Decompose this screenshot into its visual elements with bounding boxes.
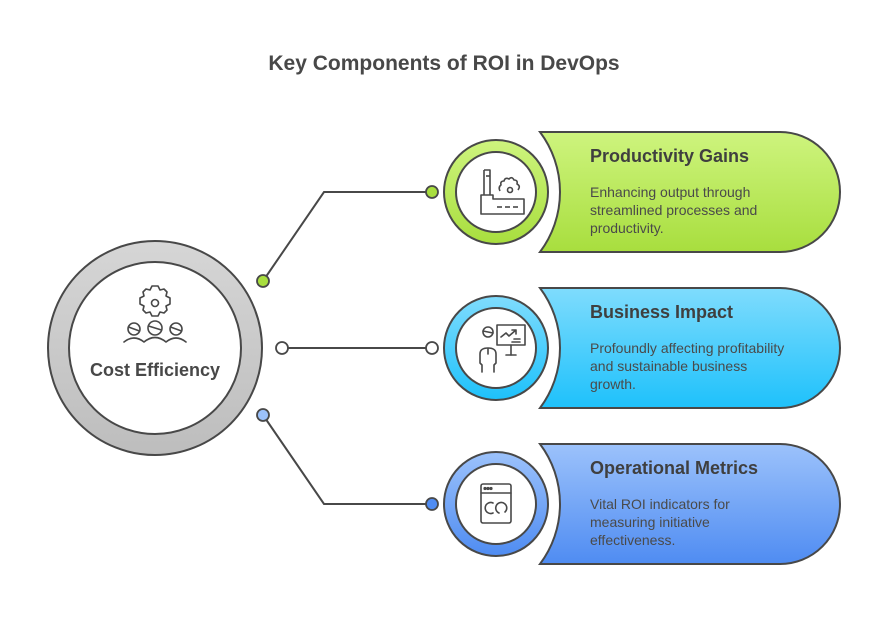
source-dot-business bbox=[275, 341, 289, 355]
connector-operational bbox=[262, 414, 432, 505]
card-body bbox=[538, 287, 841, 409]
card-title-productivity: Productivity Gains bbox=[590, 146, 750, 166]
card-desc-operational: Vital ROI indicators for measuring initi… bbox=[590, 496, 730, 548]
card-title-business: Business Impact bbox=[590, 302, 734, 322]
icon-inner-circle bbox=[455, 151, 537, 233]
connectors bbox=[262, 191, 432, 505]
factory-gear-icon bbox=[480, 169, 525, 215]
card-desc-productivity: Enhancing output through streamlined pro… bbox=[590, 184, 758, 236]
card-operational-metrics[interactable] bbox=[425, 443, 841, 565]
presenter-chart-icon bbox=[479, 324, 526, 373]
card-productivity-gains[interactable] bbox=[425, 131, 841, 253]
card-body bbox=[538, 443, 841, 565]
icon-inner-circle bbox=[455, 463, 537, 545]
dashboard-window-icon bbox=[480, 483, 512, 524]
connector-productivity bbox=[262, 191, 432, 282]
source-dot-operational bbox=[256, 408, 270, 422]
target-dot bbox=[425, 185, 439, 199]
center-inner-circle bbox=[68, 261, 242, 435]
diagram-title: Key Components of ROI in DevOps bbox=[268, 52, 620, 75]
card-body bbox=[538, 131, 841, 253]
icon-inner-circle bbox=[455, 307, 537, 389]
card-title-operational: Operational Metrics bbox=[590, 458, 759, 478]
team-gear-icon bbox=[123, 285, 187, 343]
center-node[interactable] bbox=[47, 240, 263, 456]
source-dot-productivity bbox=[256, 274, 270, 288]
target-dot bbox=[425, 497, 439, 511]
center-label: Cost Efficiency bbox=[89, 360, 221, 380]
card-business-impact[interactable] bbox=[425, 287, 841, 409]
card-desc-business: Profoundly affecting profitability and s… bbox=[590, 340, 785, 392]
target-dot bbox=[425, 341, 439, 355]
